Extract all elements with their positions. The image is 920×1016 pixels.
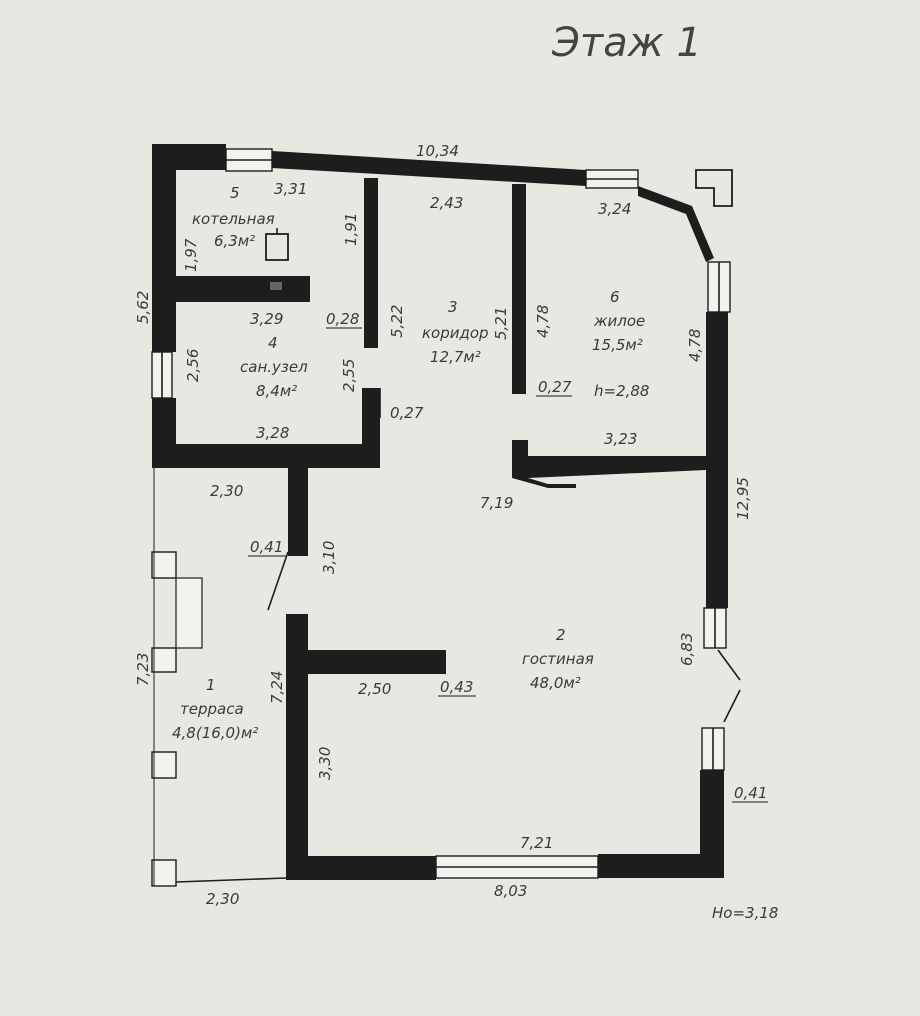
room-5-number: 5 — [230, 184, 240, 202]
room-2-area: 48,0м² — [530, 674, 581, 692]
wall-bottom-left — [286, 856, 436, 880]
boiler-fixture-icon — [270, 282, 282, 290]
dimension-labels: 10,34 3,31 2,43 3,24 3,29 0,28 0,27 0,27… — [134, 142, 778, 922]
wall-hall-partition — [288, 468, 308, 556]
dim-living-bottom-inner: 7,21 — [520, 834, 553, 852]
terrace-column-2 — [151, 647, 177, 673]
room-5-name: котельная — [192, 210, 275, 228]
room-6-area: 15,5м² — [592, 336, 643, 354]
dim-r3-top: 2,43 — [430, 194, 463, 212]
room-2-number: 2 — [556, 626, 566, 644]
footnote-ho: Ho=3,18 — [712, 904, 778, 922]
dim-bottom-total: 8,03 — [494, 882, 527, 900]
room-4-number: 4 — [268, 334, 278, 352]
dim-wall-041a: 0,41 — [250, 538, 283, 556]
wall-r5-right — [364, 178, 378, 348]
dim-living-mid: 7,19 — [480, 494, 513, 512]
wall-inner-vertical — [286, 614, 308, 880]
room-6-name: жилое — [593, 312, 645, 330]
dim-r5-side: 1,97 — [182, 238, 200, 272]
dim-inner-330: 3,30 — [316, 747, 334, 780]
dim-r3-left: 5,22 — [388, 305, 406, 338]
room-3-name: коридор — [422, 324, 489, 342]
terrace-column-4 — [151, 859, 177, 887]
dim-r4-bottom: 3,28 — [256, 424, 289, 442]
dim-r5-right: 1,91 — [342, 213, 360, 246]
dim-hall-width: 2,30 — [210, 482, 243, 500]
chimney-icon — [695, 169, 733, 207]
dim-r4-right: 2,55 — [340, 359, 358, 392]
dim-wall-041b: 0,41 — [734, 784, 767, 802]
terrace-column-1 — [151, 551, 177, 579]
wall-r4-top — [176, 290, 236, 302]
room-1-name: терраса — [180, 700, 244, 718]
room-6-height: h=2,88 — [594, 382, 649, 400]
wall-top-middle — [272, 151, 586, 186]
wall-bottom-right — [598, 854, 724, 878]
dim-inner-250: 2,50 — [358, 680, 391, 698]
room-labels: 5 котельная 6,3м² 4 сан.узел 8,4м² 3 кор… — [172, 184, 649, 742]
room-1-area: 4,8(16,0)м² — [172, 724, 258, 742]
room-1-number: 1 — [206, 676, 216, 694]
terrace-bench — [175, 577, 203, 649]
dim-wall-043: 0,43 — [440, 678, 473, 696]
dim-r6-left: 4,78 — [534, 305, 552, 338]
walls — [151, 144, 731, 887]
dim-top-total: 10,34 — [416, 142, 459, 160]
dim-terrace-height: 7,23 — [134, 653, 152, 686]
dim-hall-depth: 3,10 — [320, 541, 338, 574]
wall-right-upper — [706, 312, 728, 608]
dim-r3-right: 5,21 — [492, 307, 510, 340]
plan-title: Этаж 1 — [551, 20, 702, 66]
dim-r4-side: 2,56 — [184, 349, 202, 382]
dim-inner-724: 7,24 — [268, 671, 286, 704]
room-5-area: 6,3м² — [214, 232, 255, 250]
wall-top-left — [152, 144, 226, 170]
wall-r4-bottom — [152, 444, 380, 468]
dim-r6-bottom: 3,23 — [604, 430, 637, 448]
dim-r5-top: 3,31 — [274, 180, 307, 198]
wall-r6-bottom — [512, 440, 706, 488]
dim-wall-027a: 0,27 — [538, 378, 572, 396]
room-3-number: 3 — [448, 298, 458, 316]
wall-right-diagonal — [638, 186, 714, 262]
boiler-icon — [265, 233, 289, 261]
wall-corridor-right — [512, 184, 526, 394]
dim-wall-027b: 0,27 — [390, 404, 424, 422]
dim-r6-top: 3,24 — [598, 200, 631, 218]
dim-terrace-bottom: 2,30 — [206, 890, 239, 908]
terrace-column-3 — [151, 751, 177, 779]
wall-inner-horizontal — [286, 650, 446, 674]
dim-r4-top: 3,29 — [250, 310, 283, 328]
room-6-number: 6 — [610, 288, 620, 306]
door-lines — [267, 388, 741, 723]
dim-r6-right: 4,78 — [686, 329, 704, 362]
room-3-area: 12,7м² — [430, 348, 481, 366]
dim-right-total: 12,95 — [734, 477, 752, 520]
dim-wall-028: 0,28 — [326, 310, 359, 328]
wall-left-upper — [152, 170, 176, 352]
dim-left-total: 5,62 — [134, 291, 152, 324]
room-4-area: 8,4м² — [256, 382, 297, 400]
room-2-name: гостиная — [522, 650, 594, 668]
room-4-name: сан.узел — [240, 358, 308, 376]
dim-right-683: 6,83 — [678, 633, 696, 666]
